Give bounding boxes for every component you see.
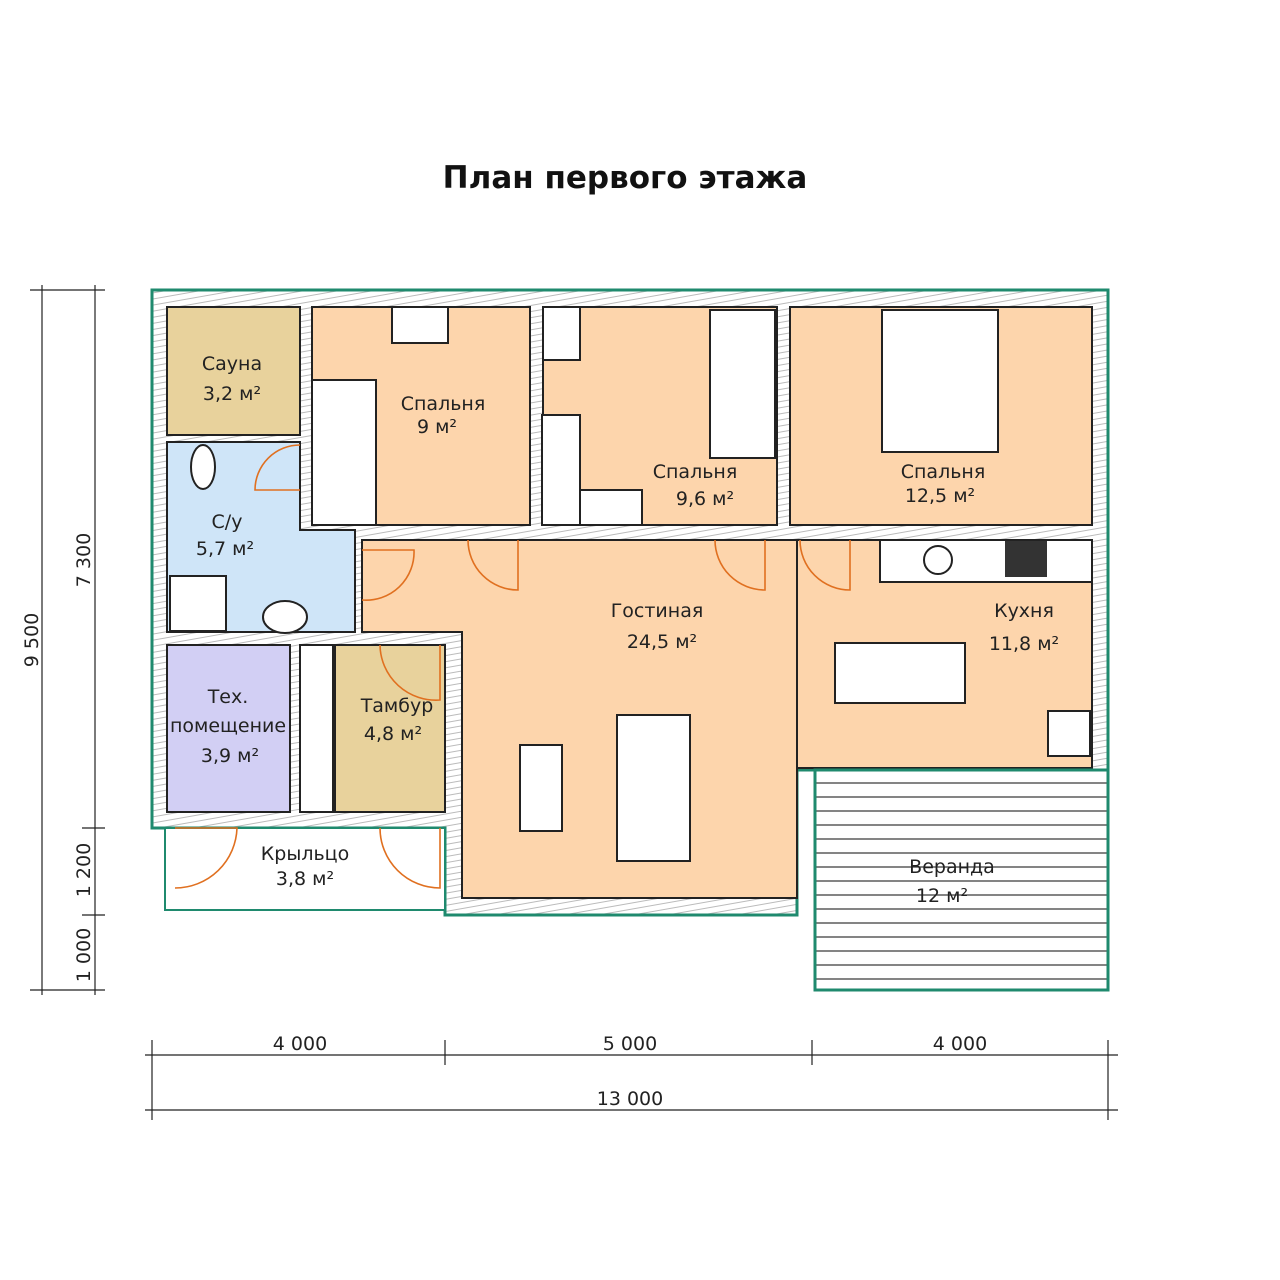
area-living: 24,5 м²	[627, 631, 697, 653]
area-kitchen: 11,8 м²	[989, 633, 1059, 655]
room-sauna	[166, 306, 301, 436]
label-bathroom: С/у	[212, 511, 243, 533]
area-bedroom-3: 12,5 м²	[905, 485, 975, 507]
dim-left-width: 4 000	[273, 1033, 327, 1055]
closet	[299, 644, 334, 813]
area-bedroom-2: 9,6 м²	[676, 488, 734, 510]
label-tech-2: помещение	[170, 715, 286, 737]
area-tech: 3,9 м²	[201, 745, 259, 767]
room-vestibule	[334, 644, 446, 813]
dim-total-width: 13 000	[597, 1088, 663, 1110]
room-veranda	[813, 768, 1110, 992]
dim-middle-width: 5 000	[603, 1033, 657, 1055]
label-bedroom-2: Спальня	[653, 461, 738, 483]
label-living: Гостиная	[611, 600, 704, 622]
area-vestibule: 4,8 м²	[364, 723, 422, 745]
page-title: План первого этажа	[442, 160, 808, 196]
label-tech: Тех.	[207, 686, 249, 708]
dim-veranda-height: 1 000	[73, 928, 95, 982]
area-sauna: 3,2 м²	[203, 383, 261, 405]
label-vestibule: Тамбур	[360, 695, 434, 717]
area-bathroom: 5,7 м²	[196, 538, 254, 560]
label-bedroom-1: Спальня	[401, 393, 486, 415]
dim-right-width: 4 000	[933, 1033, 987, 1055]
label-sauna: Сауна	[202, 353, 262, 375]
furniture	[169, 306, 1093, 862]
room-porch	[164, 827, 446, 911]
dimension-lines	[30, 285, 1118, 1120]
dim-total-height: 9 500	[21, 613, 43, 667]
dim-porch-height: 1 200	[73, 843, 95, 897]
area-porch: 3,8 м²	[276, 868, 334, 890]
area-veranda: 12 м²	[916, 885, 968, 907]
label-porch: Крыльцо	[261, 843, 349, 865]
label-veranda: Веранда	[909, 856, 995, 878]
doors	[174, 444, 851, 889]
area-bedroom-1: 9 м²	[417, 416, 457, 438]
label-kitchen: Кухня	[994, 600, 1054, 622]
room-tech	[166, 644, 291, 813]
dim-main-height: 7 300	[73, 533, 95, 587]
label-bedroom-3: Спальня	[901, 461, 986, 483]
